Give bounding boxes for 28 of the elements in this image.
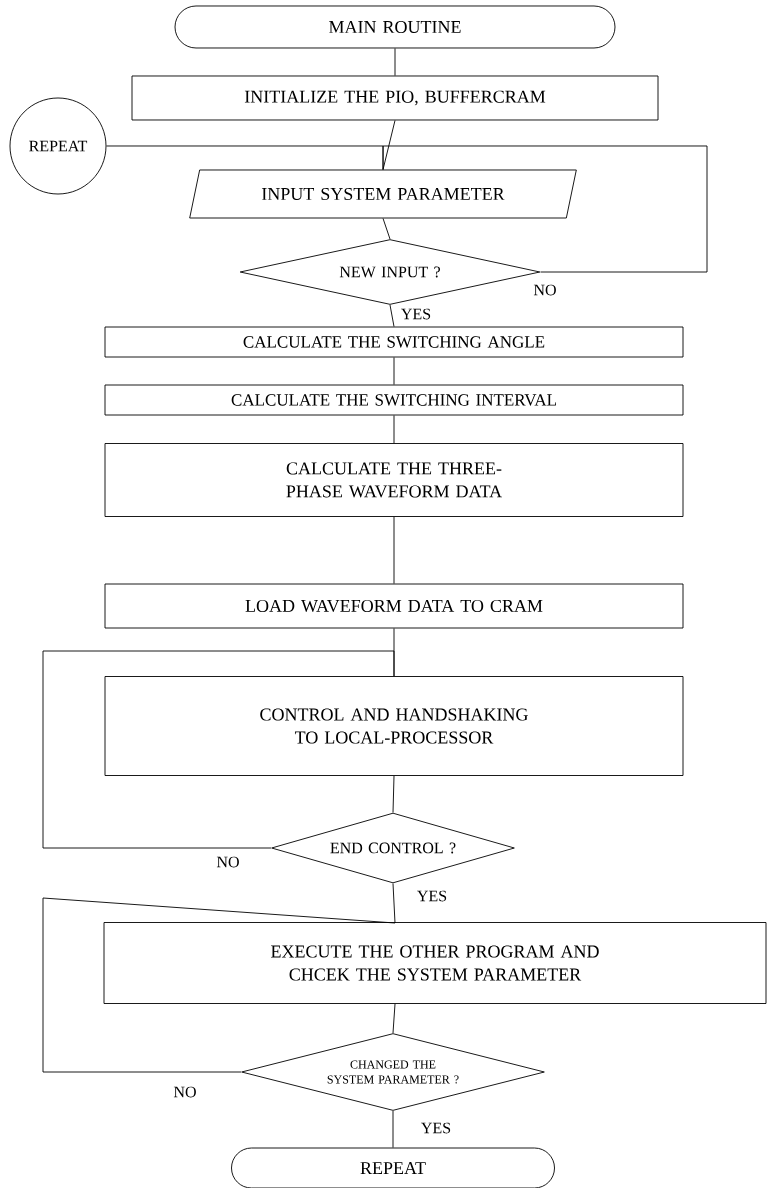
edge-label: YES — [399, 307, 433, 321]
process-box: CALCULATE THE SWITCHING ANGLE — [104, 326, 684, 358]
process-box: INITIALIZE THE PIO, BUFFERCRAM — [131, 75, 659, 121]
connector-line — [392, 775, 395, 813]
connector-line — [394, 48, 396, 76]
connector-line — [393, 415, 395, 444]
terminal-box: MAIN ROUTINE — [174, 5, 616, 49]
input-parallelogram: INPUT SYSTEM PARAMETER — [189, 169, 577, 219]
connector-line — [392, 1110, 394, 1148]
process-box: LOAD WAVEFORM DATA TO CRAM — [104, 583, 684, 629]
process-box: CALCULATE THE THREE-PHASE WAVEFORM DATA — [104, 443, 684, 517]
edge-label: YES — [419, 1121, 453, 1135]
connector-line — [389, 304, 395, 327]
edge-label: NO — [215, 855, 241, 869]
edge-label: YES — [415, 889, 449, 903]
process-box: CONTROL AND HANDSHAKING TO LOCAL-PROCESSOR — [104, 676, 684, 776]
process-box: EXECUTE THE OTHER PROGRAM AND CHCEK THE SYSTEM PARAMETER — [103, 922, 767, 1004]
connector-line — [392, 883, 396, 924]
process-box: CALCULATE THE SWITCHING INTERVAL — [104, 384, 684, 416]
connector-line — [42, 897, 396, 1073]
edge-label: NO — [172, 1085, 198, 1099]
connector-line — [382, 145, 708, 273]
terminal-box: REPEAT — [231, 1147, 555, 1188]
connector-line — [392, 1003, 396, 1034]
connector-line — [42, 650, 395, 849]
connector-line — [382, 218, 391, 240]
connector-line — [393, 357, 395, 385]
connector-line — [393, 516, 395, 584]
